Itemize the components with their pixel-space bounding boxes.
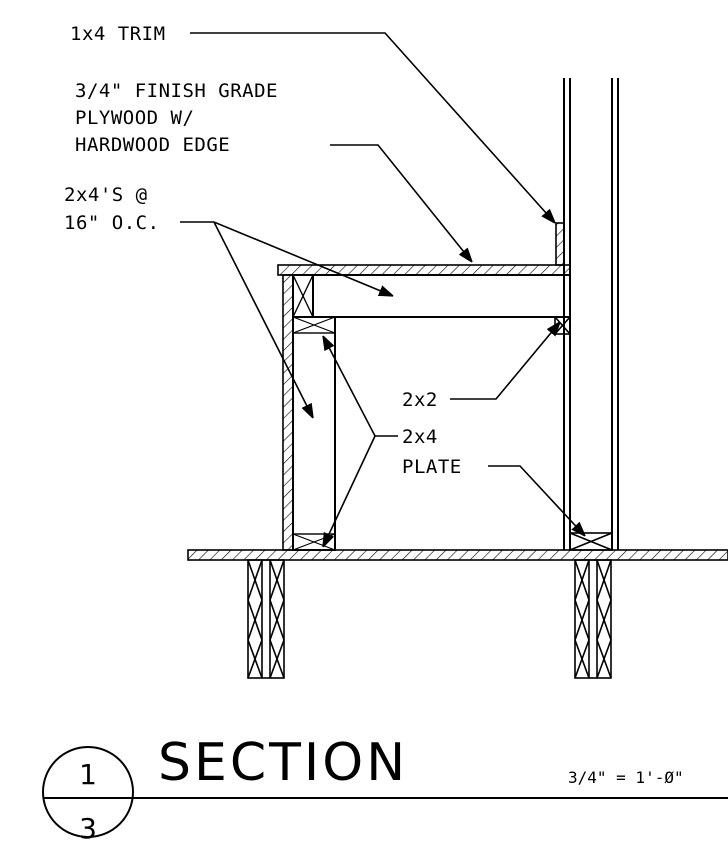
sheet-number: 3 [79,812,97,845]
floor-joist-left [247,559,285,679]
studs-leader-2 [213,221,313,418]
plate-leader-2 [323,435,376,547]
detail-number: 1 [79,758,97,791]
plywood-label-line1: 3/4" FINISH GRADE [75,80,278,102]
plywood-label-line3: HARDWOOD EDGE [75,134,230,156]
vertical-stud [292,316,336,551]
section-title: SECTION [158,733,408,793]
two-by-two-label: 2x2 [402,389,438,411]
horizontal-joist [292,274,571,318]
plate-label-line1: 2x4 [402,426,438,448]
leader-lines [180,32,585,547]
wall [563,78,619,550]
trim-leader [190,32,555,223]
plate-leader-3 [488,465,585,536]
plate-label-line2: PLATE [402,456,462,478]
floor-joist-right [574,559,612,679]
wall-plate [569,532,613,551]
plywood-label-line2: PLYWOOD W/ [75,107,194,129]
front-panel [282,274,294,551]
trim-label: 1x4 TRIM [70,23,166,45]
studs-label-line1: 2x4'S @ [64,184,148,206]
scale-note: 3/4" = 1'-Ø" [568,768,684,787]
trim-piece [555,222,565,266]
floor-slab [187,549,728,561]
detail-bubble: 1 3 [42,746,134,845]
plywood-leader [330,144,472,262]
studs-label-line2: 16" O.C. [64,212,160,234]
two-by-two-leader [450,322,560,400]
joist-end-block [292,274,314,318]
